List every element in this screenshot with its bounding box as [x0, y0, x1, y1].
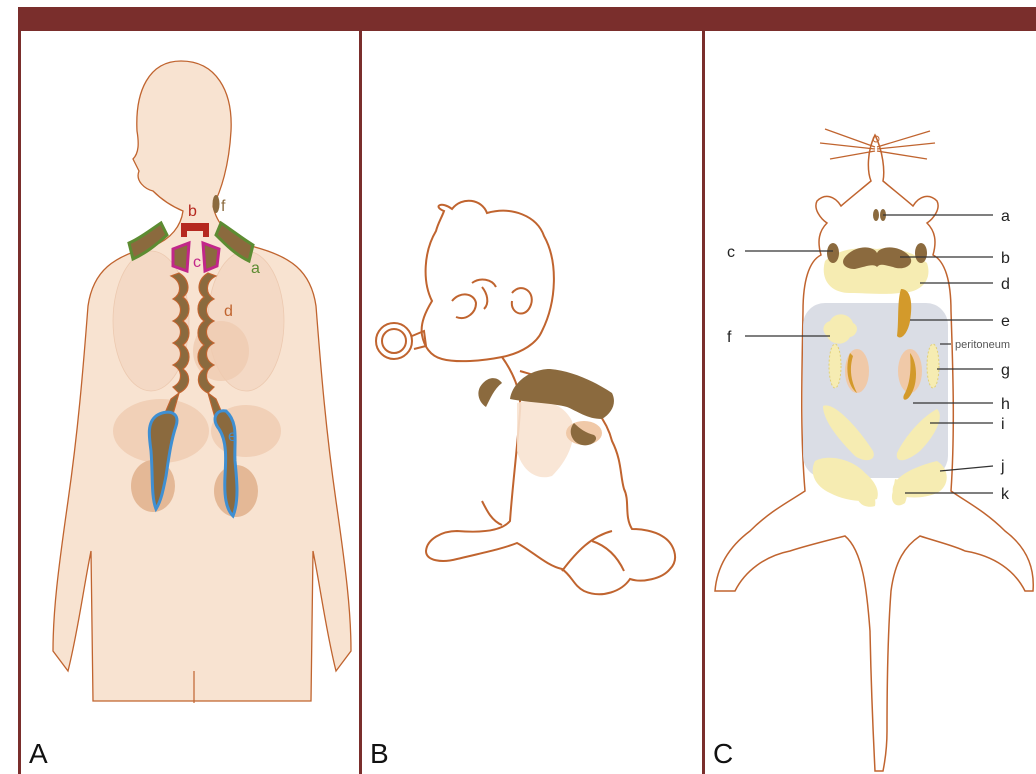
- infant-illustration: [362, 31, 705, 774]
- panel-letter-a: A: [29, 738, 48, 770]
- panel-a: a b c d e f A: [18, 31, 362, 774]
- mouse-label-c: c: [727, 244, 735, 261]
- human-label-c: c: [193, 254, 201, 271]
- whiskers: [820, 129, 935, 159]
- infant-lung: [517, 400, 573, 477]
- mouse-label-f: f: [727, 329, 732, 346]
- mouse-label-a: a: [1001, 208, 1010, 225]
- panel-c: a c b d e f peritoneum g h i j k C: [702, 31, 1036, 774]
- mouse-depot-a-left: [873, 209, 879, 221]
- mouse-depot-c-right: [915, 243, 927, 263]
- mouse-depot-c-left: [827, 243, 839, 263]
- mouse-label-h: h: [1001, 396, 1010, 413]
- panel-letter-b: B: [370, 738, 389, 770]
- human-illustration: a b c d e f: [21, 31, 362, 774]
- mouse-label-g: g: [1001, 362, 1010, 379]
- mouse-label-i: i: [1001, 416, 1005, 433]
- supraclavicular-fat: [478, 378, 502, 407]
- fat-depot-f: [213, 195, 220, 213]
- mouse-label-j: j: [1000, 458, 1005, 475]
- mouse-label-d: d: [1001, 276, 1010, 293]
- human-label-e: e: [228, 428, 237, 445]
- mouse-depot-g-left: [829, 344, 841, 388]
- panel-letter-c: C: [713, 738, 733, 770]
- mouse-depot-k: [857, 479, 907, 507]
- mediastinal-fat-right: [203, 243, 219, 271]
- mouse-label-b: b: [1001, 250, 1010, 267]
- human-label-d: d: [224, 303, 233, 320]
- human-label-f: f: [221, 198, 226, 215]
- mouse-depot-g-right: [927, 344, 939, 388]
- top-bar: [18, 7, 1036, 31]
- panel-b: B: [359, 31, 705, 774]
- human-label-a: a: [251, 260, 260, 277]
- mouse-label-k: k: [1001, 486, 1010, 503]
- mediastinal-fat-left: [173, 243, 189, 271]
- human-label-b: b: [188, 203, 197, 220]
- mouse-label-e: e: [1001, 313, 1010, 330]
- mouse-label-peritoneum: peritoneum: [955, 339, 1010, 351]
- mouse-illustration: a c b d e f peritoneum g h i j k: [705, 31, 1036, 774]
